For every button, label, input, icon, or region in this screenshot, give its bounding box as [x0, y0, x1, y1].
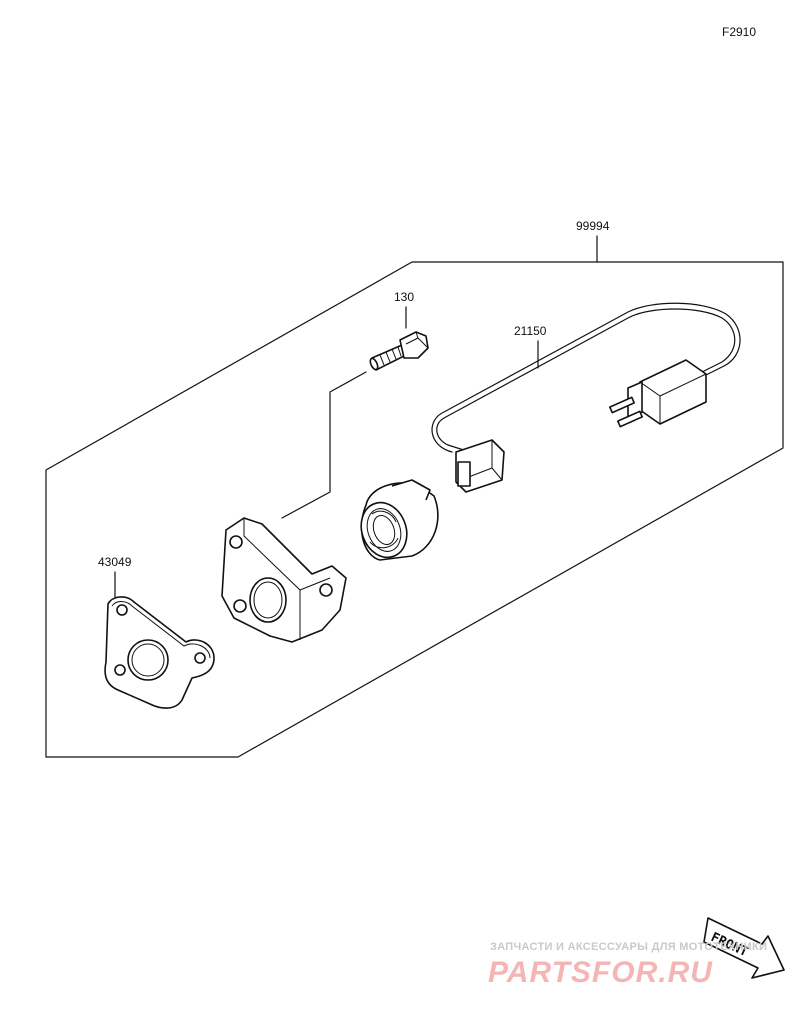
bracket-icon[interactable]	[221, 517, 347, 643]
diagram-code: F2910	[722, 25, 756, 39]
label-99994[interactable]: 99994	[576, 219, 610, 233]
kit-frame-outline	[45, 261, 784, 758]
bolt-icon[interactable]	[369, 331, 429, 371]
sender-unit-icon[interactable]	[354, 479, 439, 564]
label-21150[interactable]: 21150	[514, 324, 547, 338]
watermark-brand: PARTSFOR.RU	[488, 956, 713, 989]
label-130[interactable]: 130	[394, 290, 414, 304]
watermark-tagline: ЗАПЧАСТИ И АКСЕССУАРЫ ДЛЯ МОТОТЕХНИКИ	[490, 941, 767, 953]
label-43049[interactable]: 43049	[98, 555, 132, 569]
assembly-line-bolt	[281, 371, 367, 519]
wire-harness-icon[interactable]	[431, 302, 741, 493]
gasket-icon[interactable]	[104, 596, 215, 709]
